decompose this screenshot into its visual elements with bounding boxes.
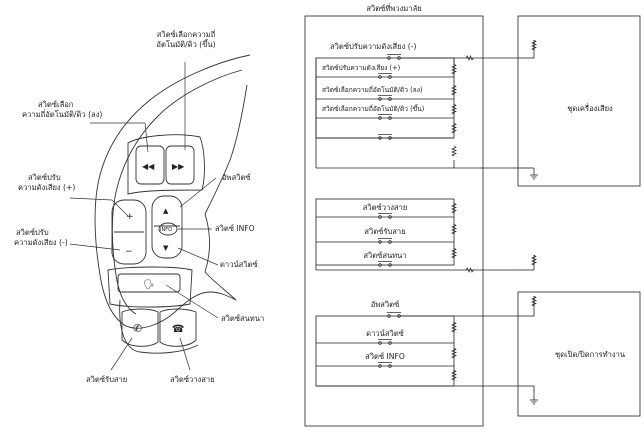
mid-group-item: สวิตซ์สนทนา [363, 251, 407, 260]
audio-unit-box [517, 15, 641, 187]
label-talk-switch: สวิตซ์สนทนา [221, 314, 265, 323]
wiring-schematic [304, 15, 641, 427]
schematic-title: สวิตซ์ที่พวงมาลัย [366, 4, 422, 13]
minus-glyph: − [125, 247, 133, 257]
label-volume-up: สวิตซ์ปรับ ความดังเสียง (+) [18, 173, 76, 192]
control-unit-label: ชุดเปิด/ปิดการทำงาน [554, 350, 626, 359]
down-glyph: ▼ [163, 244, 169, 252]
label-freq-down: สวิตซ์เลือก ความถี่อัตโนมัติ/ดิว (ลง) [22, 100, 103, 119]
talk-button [117, 273, 181, 293]
top-group-item: สวิตซ์เลือกความถี่อัตโนมัติ/ดิว (ลง) [322, 86, 423, 94]
hangup-icon: ☎ [172, 324, 184, 335]
label-info-switch: สวิตซ์ INFO [215, 224, 255, 233]
top-group-item: สวิตซ์ปรับความดังเสียง (+) [322, 64, 401, 72]
control-unit-box [517, 291, 641, 417]
info-glyph: INFO [160, 227, 172, 233]
steering-wheel-drawing: ◀◀ ▶▶ + − ▲ ▼ INFO 🗣 ✆ ☎ [69, 54, 251, 371]
label-hangup-switch: สวิตซ์วางสาย [170, 375, 215, 384]
hangup-button [159, 308, 197, 347]
next-button [165, 145, 195, 185]
label-up-switch: อัพสวิตซ์ [222, 173, 251, 182]
volume-rocker [111, 199, 147, 265]
steering-switch-box [304, 15, 484, 427]
up-glyph: ▲ [163, 207, 169, 215]
label-down-switch: ดาวน์สวิตซ์ [220, 260, 258, 269]
prev-button [135, 145, 165, 185]
top-group-item: สวิตซ์เลือกความถี่อัตโนมัติ/ดิว (ขึ้น) [322, 105, 425, 113]
label-freq-up: สวิตซ์เลือกความถี่ อัตโนมัติ/ดิว (ขึ้น) [156, 30, 216, 49]
top-group-header: สวิตซ์ปรับความดังเสียง (-) [330, 42, 417, 51]
upper-button-housing [127, 134, 205, 195]
bottom-group-item: สวิตซ์ INFO [365, 352, 405, 361]
audio-unit-label: ชุดเครื่องเสียง [567, 104, 613, 113]
voice-glyph: 🗣 [143, 279, 154, 290]
next-glyph: ▶▶ [172, 162, 185, 171]
updown-rocker [151, 195, 183, 259]
label-answer-switch: สวิตซ์รับสาย [86, 375, 128, 384]
mid-group-item: สวิตซ์วางสาย [362, 203, 408, 212]
mid-group-item: สวิตซ์รับสาย [364, 227, 406, 236]
bottom-group-item: ดาวน์สวิตซ์ [366, 329, 404, 338]
label-volume-down: สวิตซ์ปรับ ความดังเสียง (-) [14, 228, 68, 247]
phone-icon: ✆ [133, 322, 142, 335]
wheel-outer-outline [94, 54, 251, 329]
plus-glyph: + [126, 212, 134, 222]
bottom-group-header: อัพสวิตซ์ [370, 300, 400, 309]
info-button [158, 222, 178, 236]
prev-glyph: ◀◀ [142, 162, 155, 171]
